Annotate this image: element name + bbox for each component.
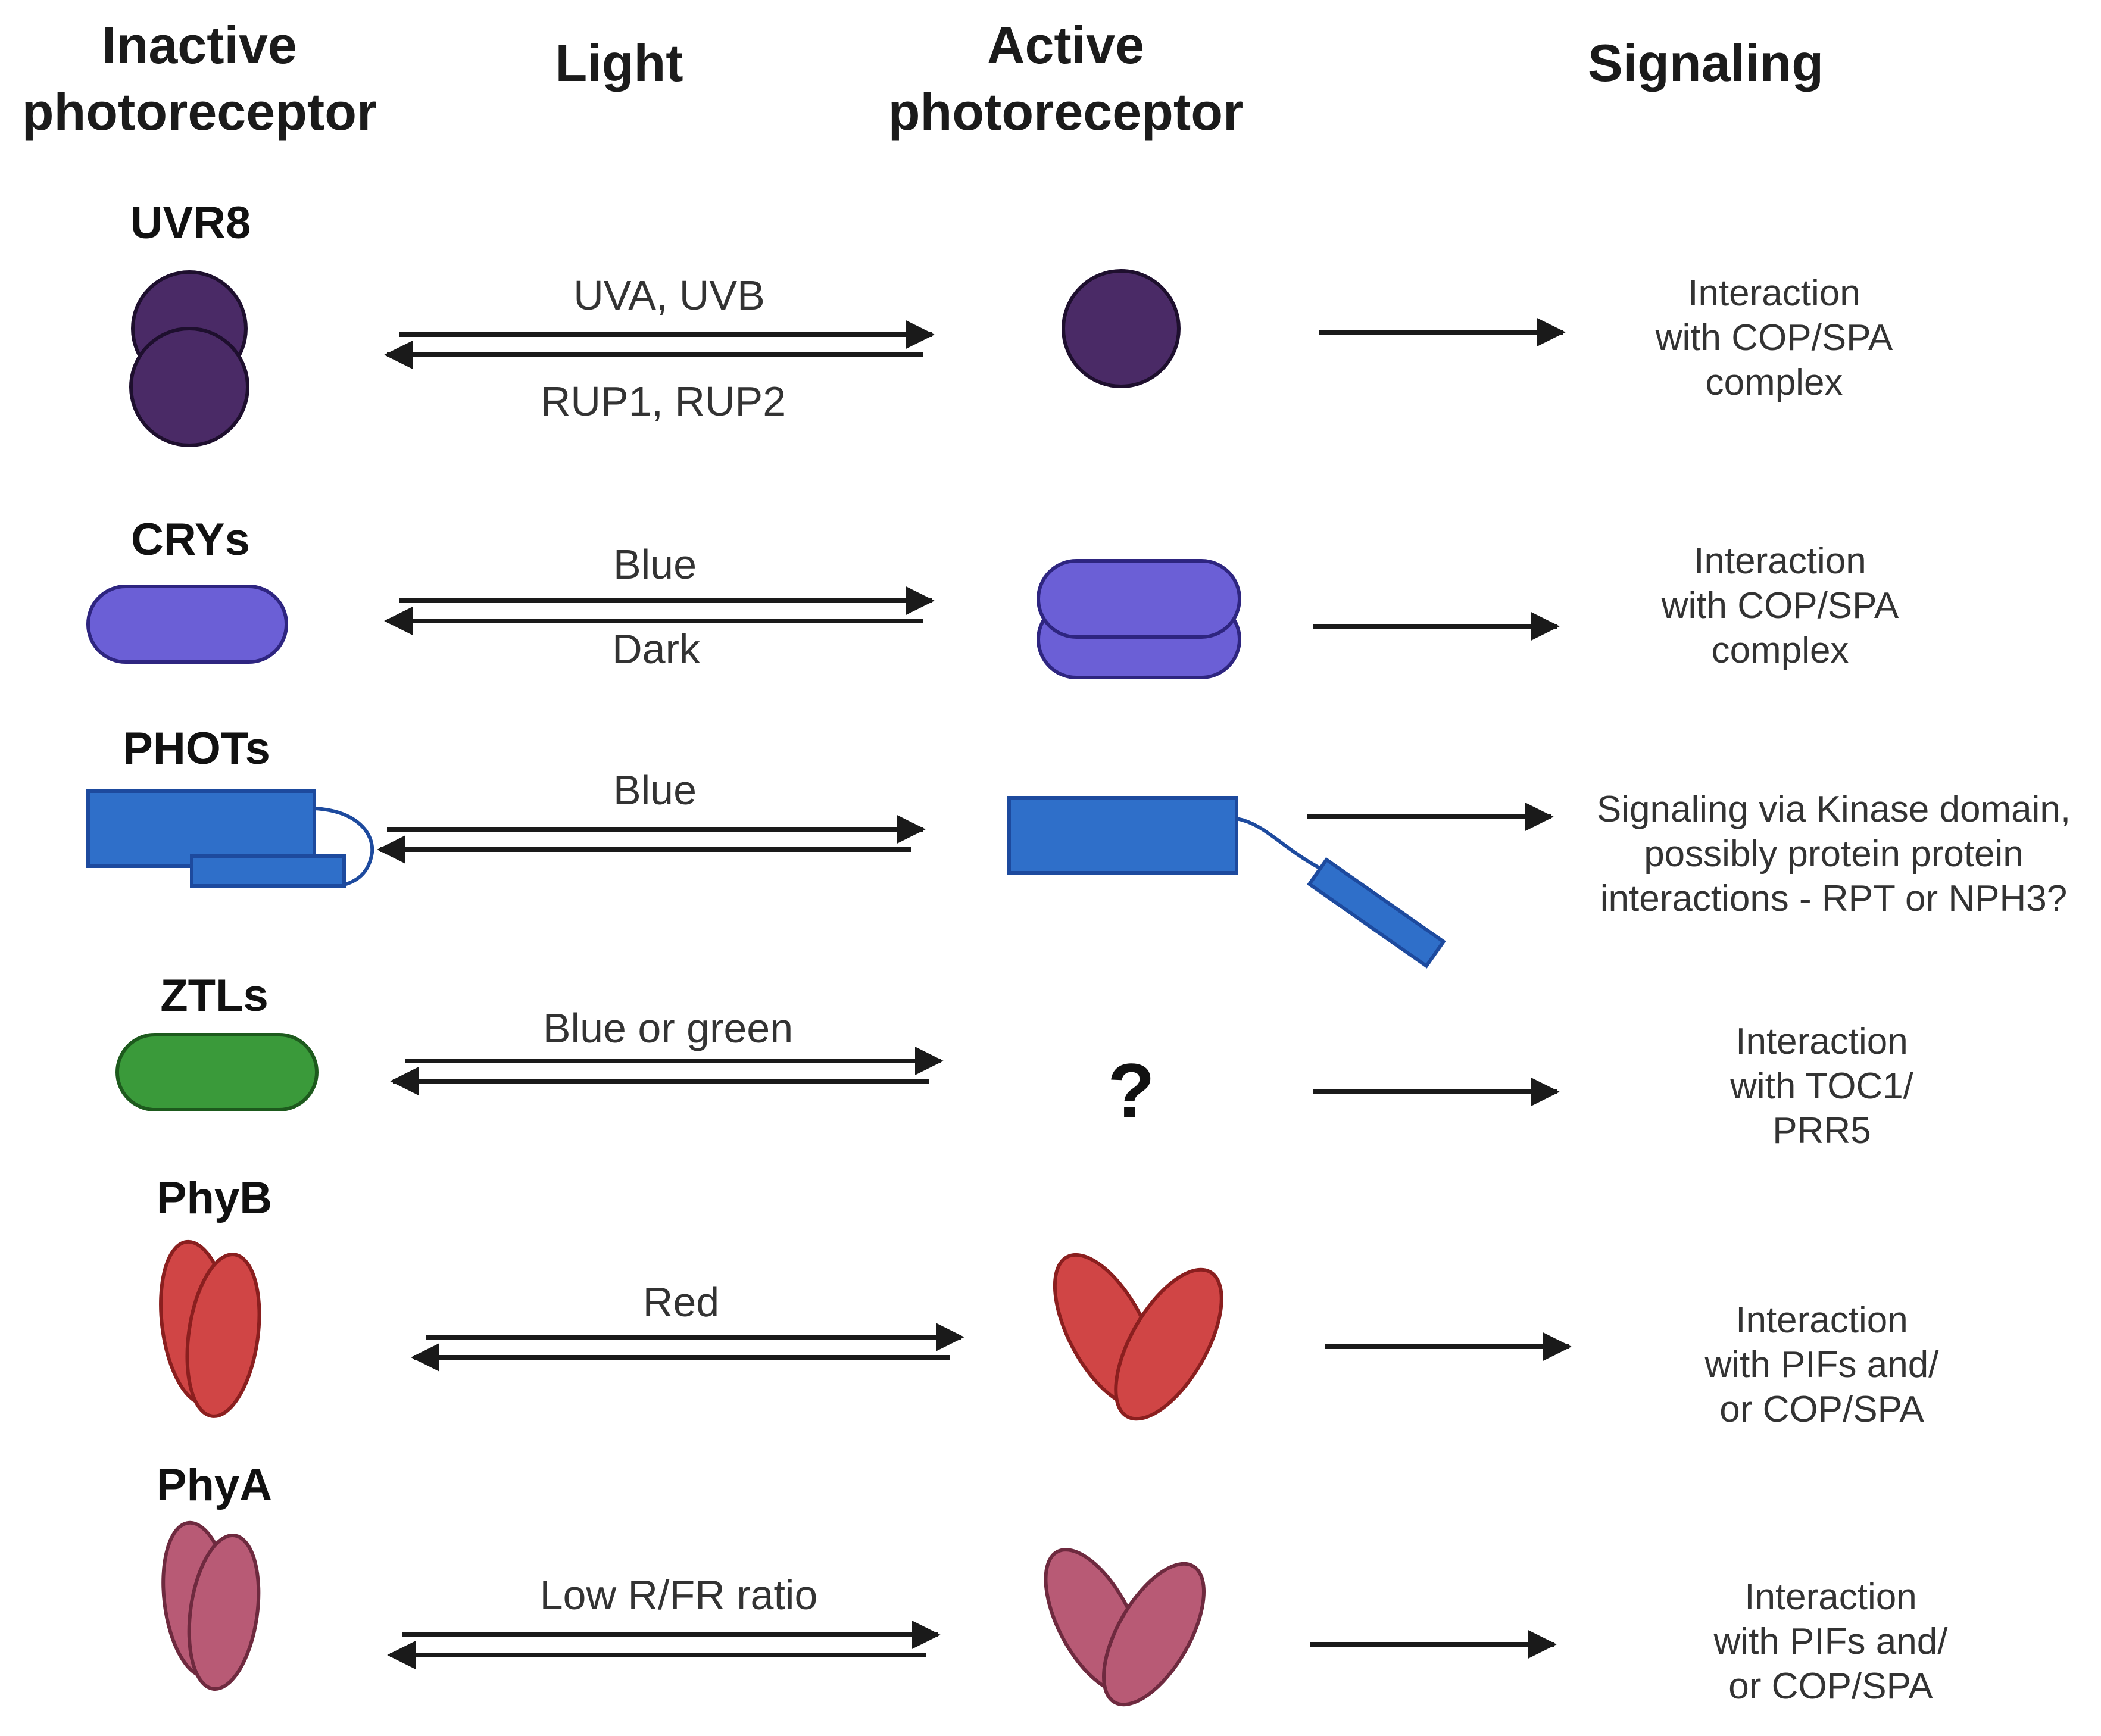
light-forward-ztls: Blue or green xyxy=(542,1005,794,1051)
phot-active-unfolded-icon xyxy=(1007,796,1446,969)
row-name-phya: PhyA xyxy=(156,1460,273,1510)
header-signaling: Signaling xyxy=(1588,33,1824,92)
phot-inactive-lov-domain xyxy=(86,789,316,868)
light-reverse-crys: Dark xyxy=(612,626,700,672)
ztl-inactive-icon xyxy=(115,1033,319,1111)
light-forward-phots: Blue xyxy=(613,767,697,813)
unknown-active-state: ? xyxy=(1107,1047,1155,1134)
signaling-uvr8: Interaction with COP/SPA complex xyxy=(1655,273,1893,403)
phya-inactive-lobe-front xyxy=(187,1534,261,1691)
cry-dimer-top xyxy=(1037,559,1241,639)
light-forward-phyb: Red xyxy=(642,1279,720,1325)
light-forward-phya: Low R/FR ratio xyxy=(539,1572,818,1618)
phot-active-linker xyxy=(1236,817,1335,877)
uvr8-inactive-dimer-icon xyxy=(129,270,249,447)
phyb-active-lobe-right xyxy=(1114,1267,1223,1421)
uvr8-monomer-bottom xyxy=(129,327,249,447)
phya-inactive-closed-icon xyxy=(161,1520,261,1691)
row-name-ztls: ZTLs xyxy=(160,970,269,1021)
cry-active-dimer-icon xyxy=(1037,559,1241,679)
phot-active-kinase-domain xyxy=(1307,857,1446,969)
light-reverse-uvr8: RUP1, RUP2 xyxy=(540,378,786,424)
phot-inactive-linker xyxy=(314,807,374,886)
row-name-uvr8: UVR8 xyxy=(130,198,251,248)
phot-inactive-kinase-domain xyxy=(190,854,346,888)
phya-active-open-icon xyxy=(1044,1548,1206,1707)
signaling-ztls: Interaction with TOC1/ PRR5 xyxy=(1730,1021,1913,1151)
signaling-phyb: Interaction with PIFs and/ or COP/SPA xyxy=(1704,1300,1939,1430)
phya-active-lobe-right xyxy=(1102,1562,1206,1707)
phot-active-lov-domain xyxy=(1007,796,1238,875)
row-name-phyb: PhyB xyxy=(156,1173,273,1223)
signaling-phots: Signaling via Kinase domain, possibly pr… xyxy=(1596,789,2071,919)
header-active-photoreceptor: Active photoreceptor xyxy=(888,15,1244,141)
signaling-phya: Interaction with PIFs and/ or COP/SPA xyxy=(1713,1576,1948,1707)
header-inactive-photoreceptor: Inactive photoreceptor xyxy=(21,15,377,141)
phyb-active-open-icon xyxy=(1053,1253,1223,1421)
phyb-inactive-closed-icon xyxy=(159,1239,261,1418)
phot-inactive-folded-icon xyxy=(86,789,374,888)
uvr8-active-monomer-icon xyxy=(1062,269,1181,388)
light-forward-crys: Blue xyxy=(613,541,697,588)
header-light: Light xyxy=(555,33,683,92)
row-name-crys: CRYs xyxy=(131,514,250,565)
row-name-phots: PHOTs xyxy=(123,723,270,774)
cry-inactive-monomer-icon xyxy=(86,585,288,664)
signaling-crys: Interaction with COP/SPA complex xyxy=(1661,541,1899,671)
light-forward-uvr8: UVA, UVB xyxy=(573,272,765,319)
phyb-inactive-lobe-front xyxy=(185,1253,261,1418)
